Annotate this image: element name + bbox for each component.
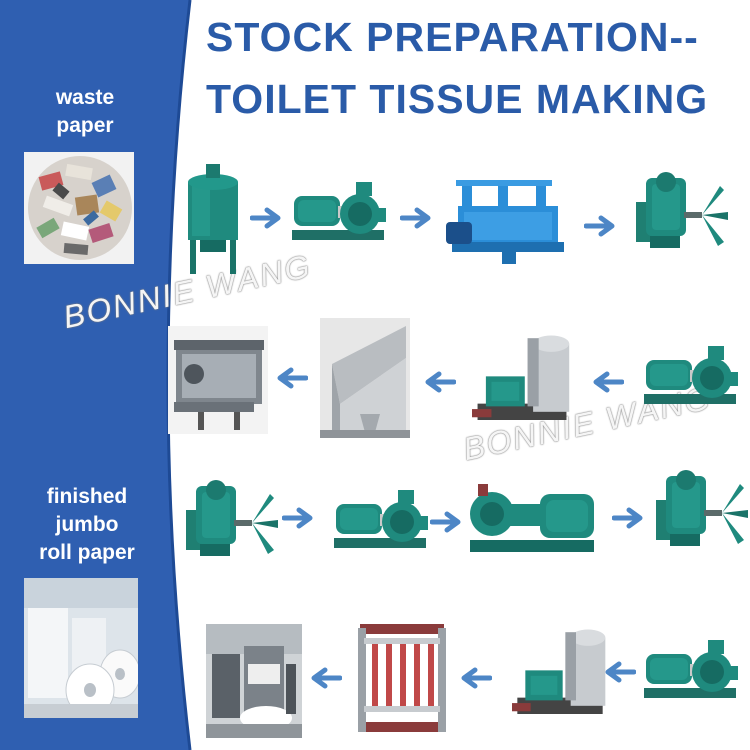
pulp-pump-machine <box>334 490 428 548</box>
title-line-1: STOCK PREPARATION-- <box>206 14 699 60</box>
arrow-right-icon <box>400 206 432 230</box>
pulp-pump-machine <box>292 182 386 240</box>
pulp-pump-machine <box>644 640 738 698</box>
high-density-cleaner-machine <box>446 180 564 264</box>
title-line-2: TOILET TISSUE MAKING <box>206 76 709 122</box>
pressure-screen-machine <box>512 629 606 714</box>
roll-paper-label-line: roll paper <box>39 541 135 564</box>
arrow-right-icon <box>250 206 282 230</box>
arrow-right-icon <box>282 506 314 530</box>
paper-machine-photo <box>206 624 302 738</box>
disc-thickener-machine <box>168 326 268 434</box>
arrow-left-icon <box>460 666 492 690</box>
agitator-machine <box>636 172 728 248</box>
arrow-right-icon <box>612 506 644 530</box>
arrow-left-icon <box>310 666 342 690</box>
refiner-machine <box>470 484 594 552</box>
finished-roll-label: finished jumbo roll paper <box>22 483 152 567</box>
waste-paper-photo <box>24 152 134 264</box>
pressure-screen-machine <box>472 335 570 420</box>
waste-paper-label: waste paper <box>30 84 140 140</box>
finished-label-line: finished <box>46 485 128 508</box>
arrow-right-icon <box>584 214 616 238</box>
cleaner-bank-machine <box>358 624 446 732</box>
pulp-pump-machine <box>644 346 738 404</box>
agitator-machine <box>656 470 748 546</box>
arrow-left-icon <box>604 660 636 684</box>
arrow-right-icon <box>430 510 462 534</box>
paper-label-line: paper <box>56 114 114 137</box>
jumbo-roll-photo <box>24 578 138 718</box>
agitator-machine <box>186 480 278 556</box>
inclined-screen-photo <box>320 318 410 438</box>
arrow-left-icon <box>276 366 308 390</box>
waste-label-line: waste <box>55 86 115 109</box>
jumbo-label-line: jumbo <box>55 513 119 536</box>
arrow-left-icon <box>424 370 456 394</box>
arrow-left-icon <box>592 370 624 394</box>
hydrapulper-machine <box>188 164 238 274</box>
